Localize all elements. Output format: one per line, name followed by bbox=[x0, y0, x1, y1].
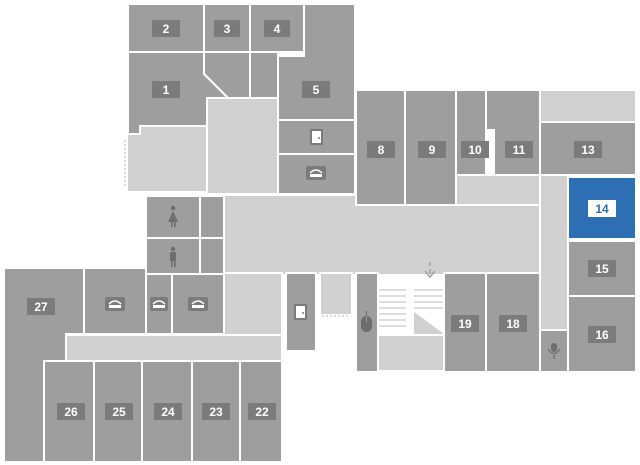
microphone-icon bbox=[547, 343, 561, 359]
corridor-south bbox=[65, 334, 283, 362]
female-restroom-icon bbox=[168, 205, 178, 227]
down-arrow-icon bbox=[424, 262, 436, 279]
room-label-5: 5 bbox=[302, 81, 330, 98]
room-label-14: 14 bbox=[588, 200, 616, 217]
room-number-1: 1 bbox=[163, 83, 170, 97]
corridor-east-upper bbox=[539, 89, 637, 123]
room-label-15: 15 bbox=[588, 260, 616, 277]
room-4-lower[interactable] bbox=[249, 51, 279, 99]
stair-flight-left bbox=[378, 285, 406, 335]
corridor-south-link bbox=[223, 272, 283, 336]
printer-icon bbox=[150, 297, 168, 311]
room-label-2: 2 bbox=[152, 20, 180, 37]
room-number-16: 16 bbox=[595, 328, 609, 342]
room-10[interactable] bbox=[455, 89, 487, 176]
door-icon bbox=[294, 304, 307, 320]
room-label-4: 4 bbox=[264, 20, 290, 37]
corridor-main-hall bbox=[223, 194, 569, 276]
room-number-5: 5 bbox=[313, 83, 320, 97]
room-number-27: 27 bbox=[34, 300, 48, 314]
staircase bbox=[378, 262, 444, 335]
room-label-25: 25 bbox=[105, 403, 133, 420]
door-icon bbox=[310, 129, 323, 145]
room-number-3: 3 bbox=[224, 22, 231, 36]
room-label-13: 13 bbox=[574, 141, 602, 158]
room-label-10: 10 bbox=[461, 141, 489, 158]
room-label-24: 24 bbox=[154, 403, 182, 420]
room-number-23: 23 bbox=[209, 405, 223, 419]
printer-icon bbox=[105, 297, 125, 311]
room-number-26: 26 bbox=[64, 405, 78, 419]
room-number-25: 25 bbox=[112, 405, 126, 419]
corridor-west-upper bbox=[126, 125, 208, 193]
corridor-stair-base bbox=[377, 334, 445, 372]
room-number-2: 2 bbox=[163, 22, 170, 36]
room-number-11: 11 bbox=[513, 143, 526, 157]
room-number-10: 10 bbox=[468, 143, 482, 157]
printer-icon bbox=[188, 297, 208, 311]
room-label-27: 27 bbox=[27, 298, 55, 315]
room-number-19: 19 bbox=[458, 317, 472, 331]
room-number-24: 24 bbox=[161, 405, 175, 419]
room-number-9: 9 bbox=[429, 143, 436, 157]
room-number-14: 14 bbox=[595, 202, 609, 216]
room-restroom-female-b[interactable] bbox=[199, 195, 225, 239]
room-number-15: 15 bbox=[595, 262, 609, 276]
room-label-9: 9 bbox=[418, 141, 446, 158]
room-22[interactable] bbox=[239, 360, 283, 463]
room-11[interactable] bbox=[485, 89, 541, 176]
corridor-stub bbox=[319, 272, 353, 316]
printer-icon bbox=[306, 166, 326, 180]
mouse-icon bbox=[361, 311, 372, 332]
room-label-23: 23 bbox=[202, 403, 230, 420]
room-label-3: 3 bbox=[214, 20, 240, 37]
room-label-22: 22 bbox=[248, 403, 276, 420]
room-label-19: 19 bbox=[451, 315, 479, 332]
room-label-18: 18 bbox=[499, 315, 527, 332]
room-label-26: 26 bbox=[57, 403, 85, 420]
room-restroom-male-b[interactable] bbox=[199, 237, 225, 275]
amenity-icons bbox=[105, 129, 561, 359]
corridor-east bbox=[539, 174, 569, 331]
corridor-north-strip bbox=[455, 174, 541, 206]
room-label-16: 16 bbox=[588, 326, 616, 343]
room-label-8: 8 bbox=[367, 141, 395, 158]
male-restroom-icon bbox=[170, 246, 176, 267]
room-number-13: 13 bbox=[581, 143, 595, 157]
room-labels: 2 3 4 1 5 8 9 10 11 13 14 15 16 18 19 27… bbox=[27, 20, 616, 420]
room-label-11: 11 bbox=[505, 141, 533, 158]
corridor-west-hall bbox=[206, 97, 280, 195]
room-label-1: 1 bbox=[152, 81, 180, 98]
room-number-4: 4 bbox=[274, 22, 281, 36]
room-number-18: 18 bbox=[506, 317, 520, 331]
room-number-22: 22 bbox=[255, 405, 269, 419]
room-number-8: 8 bbox=[378, 143, 385, 157]
